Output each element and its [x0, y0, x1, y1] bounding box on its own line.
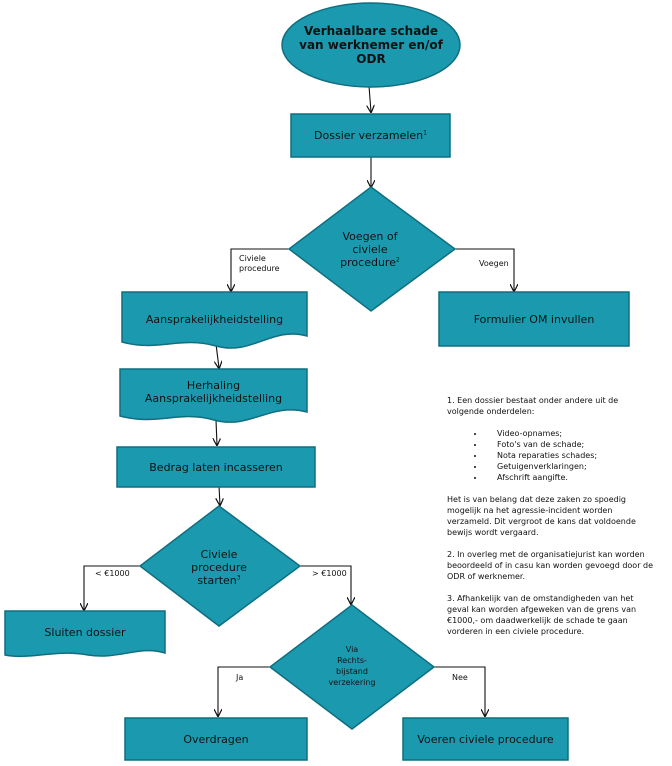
- start-line-2: van werknemer en/of: [299, 38, 443, 52]
- via-line-1: Via: [345, 645, 359, 654]
- note-1-item: Afschrift aangifte.: [485, 472, 657, 483]
- dossier-node-label: Dossier verzamelen1: [291, 114, 450, 157]
- edge-label-ja: Ja: [236, 673, 244, 682]
- overdragen-doc: [124, 717, 308, 761]
- arrow-civiele-to-sluiten: [84, 565, 140, 610]
- edge-label-civiele-line-2: procedure: [239, 264, 280, 273]
- voegen-line-1: Voegen of: [342, 229, 398, 243]
- civiele-line-3: starten: [197, 573, 237, 587]
- arrow-bedrag-to-civiele: [219, 485, 220, 505]
- edge-label-voegen: Voegen: [479, 259, 509, 268]
- note-1-item: Getuigenverklaringen;: [485, 461, 657, 472]
- civiele-line-2: procedure: [191, 560, 247, 574]
- via-line-2: Rechts-: [337, 656, 367, 665]
- start-node-label: Verhaalbare schade van werknemer en/of O…: [288, 18, 454, 72]
- voegen-line-3: procedure: [340, 255, 396, 269]
- voegen-diamond: [287, 186, 457, 312]
- footnote-marker: 2: [395, 255, 400, 263]
- sluiten-doc: [4, 610, 166, 658]
- aansprakelijk-text: Aansprakelijkheidstelling: [145, 312, 284, 326]
- formulier-doc: [438, 291, 630, 347]
- start-line-1: Verhaalbare schade: [303, 24, 439, 38]
- start-line-3: ODR: [356, 52, 386, 66]
- arrow-voegen-to-formulier: [455, 248, 514, 291]
- dossier-box: [290, 113, 451, 158]
- edge-label-civiele-procedure: Civiele procedure: [239, 254, 280, 274]
- start-ellipse: [281, 2, 461, 88]
- footnote-marker: 1: [423, 129, 427, 137]
- herhaling-text: Herhaling Aansprakelijkheidstelling: [144, 379, 283, 405]
- edge-label-nee: Nee: [452, 673, 468, 682]
- edge-label-civiele-line-1: Civiele: [239, 254, 266, 263]
- arrow-via-to-overdragen: [218, 666, 270, 716]
- via-diamond: [268, 604, 436, 730]
- civiele-line-1: Civiele: [200, 547, 238, 561]
- voeren-node-label: Voeren civiele procedure: [403, 718, 568, 760]
- civiele-node-label: Civiele procedure starten3: [174, 545, 264, 589]
- bedrag-node-label: Bedrag laten incasseren: [117, 447, 315, 487]
- edge-label-lt1000: < €1000: [95, 569, 130, 578]
- note-2: 2. In overleg met de organisatiejurist k…: [447, 550, 654, 581]
- via-line-4: verzekering: [328, 678, 376, 687]
- edge-label-gt1000: > €1000: [312, 569, 347, 578]
- arrow-civiele-to-via: [300, 565, 351, 604]
- bedrag-box: [116, 446, 316, 488]
- note-3: 3. Afhankelijk van de omstandigheden van…: [447, 594, 637, 636]
- note-1-intro: 1. Een dossier bestaat onder andere uit …: [447, 396, 619, 416]
- aansprakelijk-doc: [121, 291, 308, 349]
- footnotes: 1. Een dossier bestaat onder andere uit …: [447, 395, 657, 648]
- note-1-item: Video-opnames;: [485, 428, 657, 439]
- voeren-doc: [402, 717, 569, 761]
- aansprakelijk-node-label: Aansprakelijkheidstelling: [122, 300, 307, 338]
- voeren-text: Voeren civiele procedure: [417, 732, 554, 746]
- connectors: [84, 85, 514, 716]
- arrow-herhaling-to-bedrag: [216, 419, 217, 445]
- overdragen-node-label: Overdragen: [125, 718, 307, 760]
- dossier-text: Dossier verzamelen: [314, 129, 424, 142]
- note-1-item: Foto's van de schade;: [485, 439, 657, 450]
- note-1-list: Video-opnames; Foto's van de schade; Not…: [447, 428, 657, 483]
- note-1-item: Nota reparaties schades;: [485, 450, 657, 461]
- arrow-aansprakelijk-to-herhaling: [216, 343, 219, 368]
- arrow-via-to-voeren: [434, 666, 485, 716]
- sluiten-node-label: Sluiten dossier: [5, 614, 165, 650]
- arrow-start-to-dossier: [369, 85, 371, 112]
- via-node-label: Via Rechts- bijstand verzekering: [312, 643, 392, 689]
- formulier-text: Formulier OM invullen: [473, 312, 595, 326]
- overdragen-text: Overdragen: [183, 732, 249, 746]
- voegen-node-label: Voegen of civiele procedure2: [320, 226, 420, 272]
- herhaling-doc: [119, 368, 308, 423]
- note-1-paragraph: Het is van belang dat deze zaken zo spoe…: [447, 495, 636, 537]
- via-line-3: bijstand: [336, 667, 368, 676]
- arrow-voegen-to-aansprakelijk: [231, 248, 289, 291]
- formulier-node-label: Formulier OM invullen: [439, 300, 629, 338]
- sluiten-text: Sluiten dossier: [44, 625, 126, 639]
- bedrag-text: Bedrag laten incasseren: [149, 460, 283, 474]
- voegen-line-2: civiele: [352, 242, 388, 256]
- civiele-diamond: [138, 505, 302, 627]
- herhaling-node-label: Herhaling Aansprakelijkheidstelling: [120, 374, 307, 410]
- footnote-marker: 3: [236, 573, 241, 581]
